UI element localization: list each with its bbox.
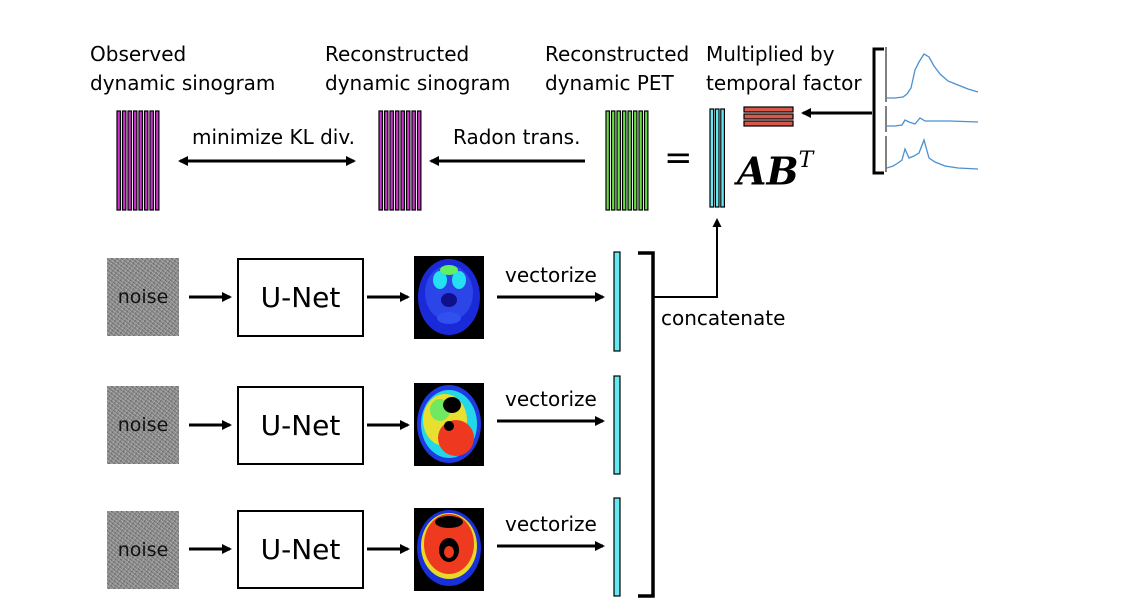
stack-bar [154,110,160,211]
stack-bar [720,108,725,208]
stack-bar [632,110,638,211]
formula-base: AB [737,148,799,194]
noise-image: noise [107,258,179,336]
spatial-vectors [613,251,621,597]
stack-bar [143,110,149,211]
stack-bar [709,108,715,208]
noise-label: noise [117,539,169,561]
multiplied-label-line1: Multiplied by [706,42,835,66]
noise-image: noise [107,511,179,589]
minimize-kl-label: minimize KL div. [192,125,355,149]
stack-bar [627,110,633,211]
stack-bar [643,110,649,211]
formula-abt: ABT [737,145,813,192]
stack-bar [605,110,611,211]
stack-bar [400,110,406,211]
unet-box: U-Net [237,510,364,589]
unet-label: U-Net [260,281,341,314]
curve-1 [887,53,979,99]
vectorize-label: vectorize [505,387,597,411]
observed-label-line2: dynamic sinogram [90,71,276,95]
recon-pet-label-line1: Reconstructed [545,42,690,66]
recon-sino-label-line2: dynamic sinogram [325,71,511,95]
vectorize-label: vectorize [505,512,597,536]
noise-label: noise [117,286,169,308]
curve-3 [886,137,979,170]
reconstructed-pet-stack [605,110,649,211]
unet-label: U-Net [260,533,341,566]
stack-bar [127,110,133,211]
recon-sino-label-line1: Reconstructed [325,42,470,66]
stack-bar [638,110,644,211]
unet-box: U-Net [237,386,364,465]
stack-bar [116,110,122,211]
stack-bar [610,110,616,211]
recon-pet-label-line2: dynamic PET [545,71,674,95]
observed-sinogram-stack [116,110,160,211]
vectorize-label: vectorize [505,263,597,287]
stack-bar [416,110,422,211]
stack-bar [121,110,127,211]
spatial-factor-a [709,108,725,208]
multiplied-label-line2: temporal factor [706,71,862,95]
unet-label: U-Net [260,409,341,442]
stack-bar [383,110,389,211]
stack-bar [149,110,155,211]
stack-bar [378,110,384,211]
observed-label-line1: Observed [90,42,187,66]
stack-bar [616,110,622,211]
temporal-curves [872,47,979,175]
equals-sign: = [664,138,693,178]
temporal-factor-b [743,106,794,127]
radon-label: Radon trans. [453,125,581,149]
row-arrows [189,292,605,554]
formula-superscript: T [798,148,814,173]
unet-box: U-Net [237,258,364,337]
stack-bar [411,110,417,211]
stack-bar [389,110,395,211]
stack-bar [132,110,138,211]
stack-bar [714,108,720,208]
curve-2 [887,117,979,127]
stack-bar [405,110,411,211]
stack-bar [394,110,400,211]
reconstructed-sinogram-stack [378,110,422,211]
noise-label: noise [117,414,169,436]
stack-bar [621,110,627,211]
concatenate-label: concatenate [661,306,786,330]
stack-bar [138,110,144,211]
brain-image-1 [414,256,484,339]
concatenate-bracket [638,218,722,598]
noise-image: noise [107,386,179,464]
brain-image-3 [414,508,484,591]
brain-image-2 [414,383,484,466]
